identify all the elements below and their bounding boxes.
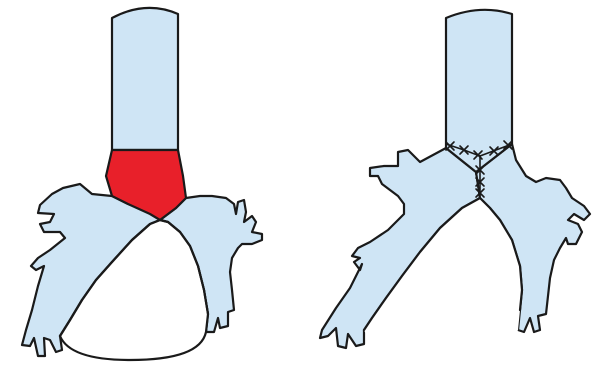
suture-x-icon xyxy=(475,188,485,198)
suture-x-icon xyxy=(475,177,485,187)
reconstructed-arch-fill xyxy=(364,198,522,366)
reconstructed-arch-outline xyxy=(362,196,524,332)
reconstructed-trachea xyxy=(444,8,514,174)
suture-x-icon xyxy=(503,140,513,150)
y-anastomosis-suture-line xyxy=(445,140,513,198)
suture-x-icon xyxy=(475,165,485,175)
panel-before-resection xyxy=(20,6,264,362)
suture-x-icon xyxy=(473,150,483,160)
suture-stitches xyxy=(445,140,513,198)
suture-x-icon xyxy=(489,146,499,156)
trachea xyxy=(110,6,180,152)
panel-after-reconstruction xyxy=(318,8,592,366)
suture-x-icon xyxy=(445,141,455,151)
carina-arch-left-outline xyxy=(58,218,210,338)
suture-x-icon xyxy=(459,145,469,155)
